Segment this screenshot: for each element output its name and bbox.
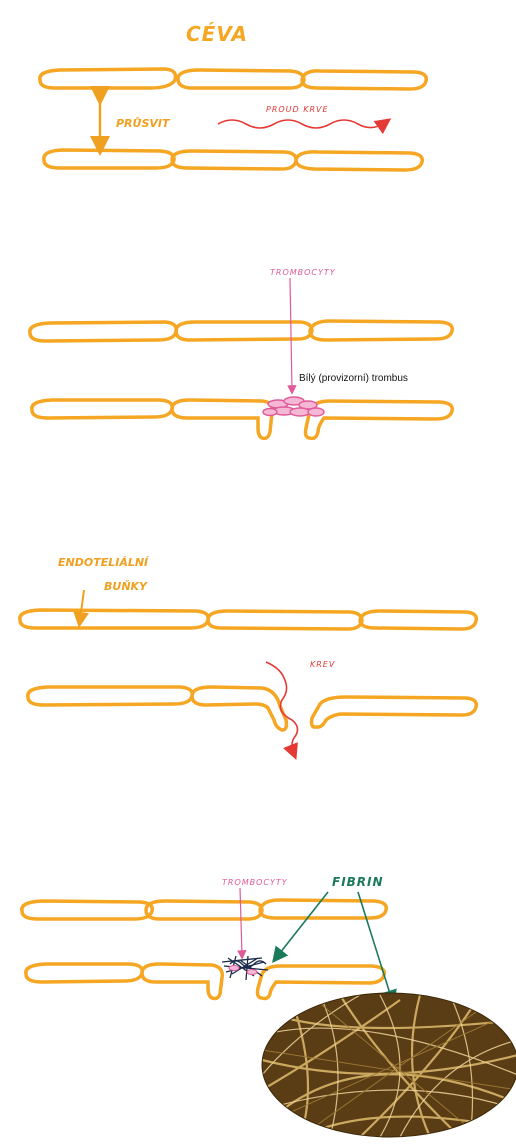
vessel-top-wall-1 — [40, 69, 176, 88]
vessel-bottom-wall-1 — [44, 150, 174, 168]
fibrin-label: FIBRIN — [332, 875, 384, 889]
white-thrombus-label: Bílý (provizorní) trombus — [299, 373, 408, 384]
blood-flow-arrow-icon — [218, 120, 386, 128]
endothelial-arrow — [80, 590, 84, 620]
platelets-label: TROMBOCYTY — [270, 268, 336, 277]
platelet-cluster — [263, 397, 324, 416]
fibrin-mesh-image — [262, 993, 516, 1137]
vessel-bottom-wall-2 — [172, 151, 296, 169]
panel-3-vessel — [20, 610, 476, 730]
vessel-title: CÉVA — [186, 22, 248, 46]
platelets-label-2: TROMBOCYTY — [222, 878, 288, 887]
platelets-arrow-2 — [240, 888, 242, 955]
vessel-bottom-wall-3 — [296, 152, 422, 170]
cells-label: BUŇKY — [104, 580, 147, 593]
blood-flow-label: PROUD KRVE — [266, 105, 329, 114]
blood-label: KREV — [310, 660, 335, 669]
panel-4-vessel — [22, 900, 386, 999]
platelets-arrow — [290, 278, 292, 390]
lumen-label: PRŮSVIT — [116, 117, 170, 130]
vessel-top-wall-2 — [178, 70, 304, 88]
endothelial-label: ENDOTELIÁLNÍ — [58, 556, 148, 569]
vessel-top-wall-3 — [302, 71, 426, 89]
